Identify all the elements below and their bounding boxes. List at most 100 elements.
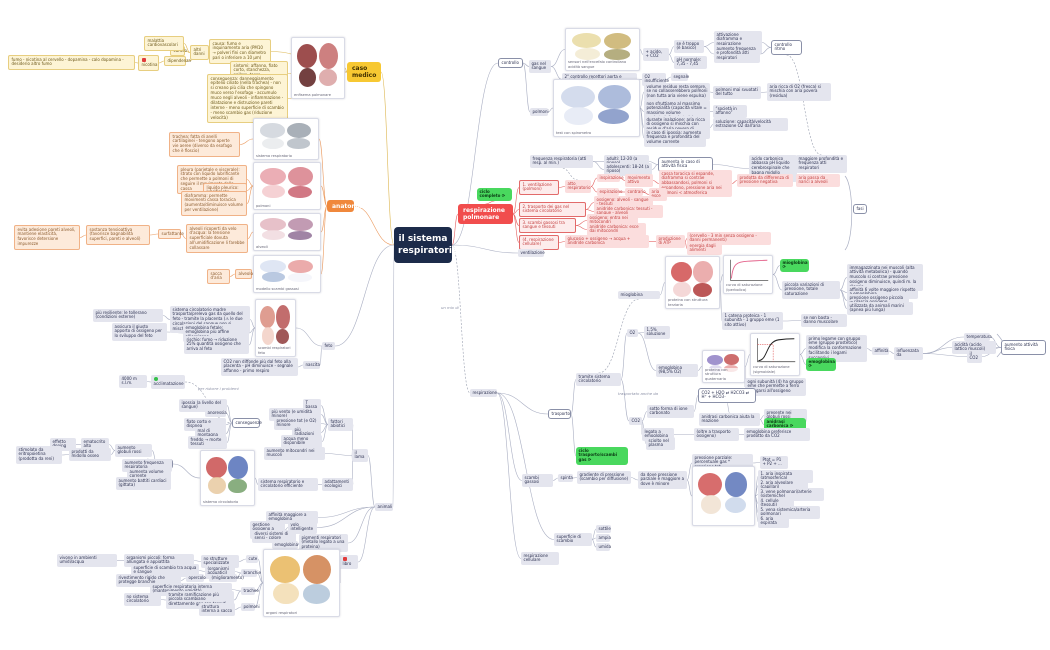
- gas-sangue-node[interactable]: gas nel sangue: [529, 60, 551, 73]
- temperatura-node[interactable]: temperatura: [964, 333, 992, 341]
- glucosio-node[interactable]: glucosio + ossigeno → acqua + anidride c…: [565, 235, 649, 248]
- miglioramento-node[interactable]: (miglioramento): [209, 574, 244, 582]
- fattori-abiotici-node[interactable]: fattori abiotici: [328, 418, 353, 431]
- evita-adesione-node[interactable]: evita adesione pareti alveoli, mantiene …: [14, 225, 80, 250]
- anatomia-node[interactable]: anatomia: [327, 200, 364, 213]
- ciclo-completo-node[interactable]: ciclo completo ⟳: [477, 188, 512, 201]
- sostanza-node[interactable]: sostanza tensioattiva (favorisce bagnabi…: [86, 225, 150, 245]
- trasporto-node[interactable]: trasporto: [548, 409, 571, 419]
- sciolto-node[interactable]: sciolto nel plasma: [646, 437, 675, 450]
- sup-scambio-node[interactable]: superficie di scambio: [554, 533, 592, 546]
- anidrasi-green-node[interactable]: anidrasi carbonica ⟳: [764, 418, 806, 431]
- umida-node[interactable]: umida: [596, 543, 611, 551]
- img-organi[interactable]: organi respiratori: [263, 549, 340, 617]
- marini-node[interactable]: utilizzata da animali marini (apnea più …: [847, 302, 913, 315]
- cervello-node[interactable]: (cervello - 3 min senza ossigeno - danni…: [687, 232, 771, 245]
- img-brain[interactable]: sensori nell'encefalo controllano acidit…: [565, 28, 640, 71]
- atp-node[interactable]: produzione di ATP: [656, 235, 685, 248]
- acidita-node[interactable]: acidità (acido lattico muscoli): [952, 341, 996, 354]
- img-feto[interactable]: scambi respiratori feto: [255, 299, 296, 357]
- vivono-node[interactable]: vivono in ambienti umidi/acqua: [57, 554, 117, 567]
- ipossia-caso-node[interactable]: in caso di ipossia: aumento frequenza e …: [644, 129, 706, 147]
- sup-acqua-node[interactable]: superficie di scambio tra acqua e sangue: [131, 564, 199, 577]
- aria-ricca-node[interactable]: aria ricca di O2 (fresca) si mischia con…: [767, 83, 831, 101]
- img-circolo[interactable]: [692, 466, 755, 526]
- dipendenza-node[interactable]: dipendenza: [164, 56, 191, 66]
- ph-norm-node[interactable]: pH normale: 7,35 - 7,45: [674, 56, 707, 69]
- nicotina-node[interactable]: nicotina: [138, 55, 159, 71]
- tramite-sc-node[interactable]: tramite sistema circolatorio: [576, 373, 621, 386]
- vol-residuo-node[interactable]: volume residuo resta sempre, se no colla…: [644, 83, 710, 101]
- rischio-fumo-node[interactable]: rischio: fumo → riduzione 25% quantità o…: [184, 336, 249, 354]
- sol15-node[interactable]: 1,5% soluzione: [644, 326, 670, 339]
- catena-node[interactable]: 1 catena proteica - 1 subunità - 1 grupp…: [722, 312, 783, 330]
- img-polmoni[interactable]: polmoni: [253, 162, 321, 210]
- equazione-node[interactable]: CO2 + H2O ⇄ H2CO3 ⇄ H⁺ + HCO3⁻: [698, 388, 756, 403]
- da-dove-node[interactable]: da dove pressione parziale è maggiore a …: [638, 471, 687, 489]
- opercolo-node[interactable]: opercolo: [186, 574, 206, 582]
- resiliente-node[interactable]: più resiliente: le tollerano (condizioni…: [93, 309, 163, 322]
- fase1-node[interactable]: 1. ventilazione (polmoni): [519, 180, 559, 195]
- o2-node-node[interactable]: O2: [627, 329, 638, 337]
- img-enfisema[interactable]: enfisema polmonare: [291, 37, 345, 99]
- img-modello[interactable]: modello scambi gassosi: [253, 255, 321, 293]
- co2-node-node[interactable]: CO2: [629, 417, 642, 425]
- maggiore-prof-node[interactable]: maggiore profondità e frequenza atti res…: [796, 155, 847, 173]
- epo-node[interactable]: stimolato da eritropoietina (prodotta da…: [16, 446, 62, 464]
- affinita-node[interactable]: affinità: [872, 347, 889, 355]
- anidride-esce-node[interactable]: anidride carbonica: esce dai mitocondri: [587, 223, 646, 236]
- il-lama-node[interactable]: il lama: [352, 449, 368, 462]
- causa-node[interactable]: causa: fumo e inquinamento aria (PM10 → …: [209, 39, 271, 64]
- conseguenza-node[interactable]: conseguenza: danneggiamento epitelio cil…: [207, 74, 288, 123]
- mov-attivo-node[interactable]: movimento attivo: [625, 174, 653, 187]
- cute-node[interactable]: cute: [246, 555, 258, 563]
- gradiente-node[interactable]: gradiente di pressione (scambio per diff…: [577, 471, 631, 484]
- se-troppo-node[interactable]: se è troppo (è basico): [674, 40, 704, 53]
- aria-esce-node[interactable]: aria esce: [649, 188, 667, 201]
- contrario-node[interactable]: contrario: [625, 188, 646, 196]
- alveolo-node[interactable]: alveolo: [235, 269, 253, 279]
- libro-node[interactable]: libro: [340, 555, 358, 569]
- m4000-node[interactable]: 4000 m s.l.m.: [119, 375, 147, 388]
- img-sistresp[interactable]: sistema respiratorio: [253, 118, 319, 160]
- spinta-node[interactable]: spinta: [558, 474, 573, 482]
- alveoli-film-node[interactable]: alveoli ricoperti da velo d'acqua: la te…: [186, 224, 248, 254]
- resp-polm-node[interactable]: respirazione polmonare: [458, 204, 513, 224]
- aria-narici-node[interactable]: aria passa da narici a alveoli: [796, 174, 840, 187]
- mioglobina-node[interactable]: mioglobina: [618, 291, 660, 299]
- assicura-node[interactable]: assicura il giusto apporto di ossigeno p…: [112, 323, 167, 341]
- polmoni-ctrl-node[interactable]: polmoni: [530, 108, 549, 116]
- scambi-gassosi-node[interactable]: scambi gassosi: [522, 474, 553, 487]
- fase3-node[interactable]: 3. scambi gassosi tra sangue e tessuti: [519, 218, 576, 233]
- aum-att-fis-node[interactable]: aumento attività fisica: [1001, 340, 1046, 355]
- affinita-emo-node[interactable]: affinità maggiore a emoglobina: [266, 511, 318, 524]
- ione-carb-node[interactable]: sotto forma di ione carbonato: [647, 405, 694, 418]
- mai-svuotati-node[interactable]: polmoni mai svuotati del tutto: [713, 86, 761, 99]
- conseguenze-node[interactable]: conseguenze: [232, 418, 262, 428]
- oltre-node[interactable]: (oltre a trasporto ossigeno): [694, 428, 739, 441]
- emoglobina-sm-node[interactable]: emoglobina: [272, 541, 298, 549]
- il-co2-node[interactable]: il CO2: [967, 350, 982, 363]
- ogni-sub-node[interactable]: ogni subunità (4) ha gruppo eme che perm…: [745, 378, 806, 396]
- battiti-node[interactable]: aumento battiti cardiaci (gittata): [116, 477, 171, 490]
- feto-node[interactable]: feto: [322, 342, 335, 350]
- sottile-node[interactable]: sottile: [596, 525, 611, 533]
- influenzata-node[interactable]: influenzata da: [894, 347, 923, 360]
- ventilazione-node[interactable]: ventilazione: [518, 249, 545, 257]
- o2-insuff-node[interactable]: O2 insufficiente: [642, 73, 669, 86]
- resp-cellulare-node[interactable]: respirazione cellulare: [521, 552, 559, 565]
- anoressia-node[interactable]: anoressia: [205, 409, 227, 417]
- sacca-aria-node[interactable]: sacca d'aria: [207, 269, 230, 284]
- ampia-node[interactable]: ampia: [596, 534, 611, 542]
- nascita-node[interactable]: nascita: [303, 361, 320, 369]
- freq-resp-box-node[interactable]: frequenza respiratoria (atti resp. al mi…: [530, 155, 593, 168]
- mio-green-node[interactable]: mioglobina ⟳: [780, 259, 809, 272]
- branchie-node[interactable]: branchie: [241, 569, 261, 577]
- img-quat[interactable]: proteina con struttura quaternaria: [702, 350, 745, 383]
- aumento-fp-node[interactable]: aumento frequenza e profondità atti resp…: [714, 45, 760, 63]
- fumo-chain-node[interactable]: fumo - nicotina al cervello - dopamina -…: [8, 55, 135, 70]
- animali-node[interactable]: animali: [375, 503, 393, 511]
- img-circ[interactable]: sistema circolatorio: [200, 450, 255, 506]
- co2-feto-node[interactable]: CO2 non diffonde più dal feto alla place…: [221, 358, 298, 376]
